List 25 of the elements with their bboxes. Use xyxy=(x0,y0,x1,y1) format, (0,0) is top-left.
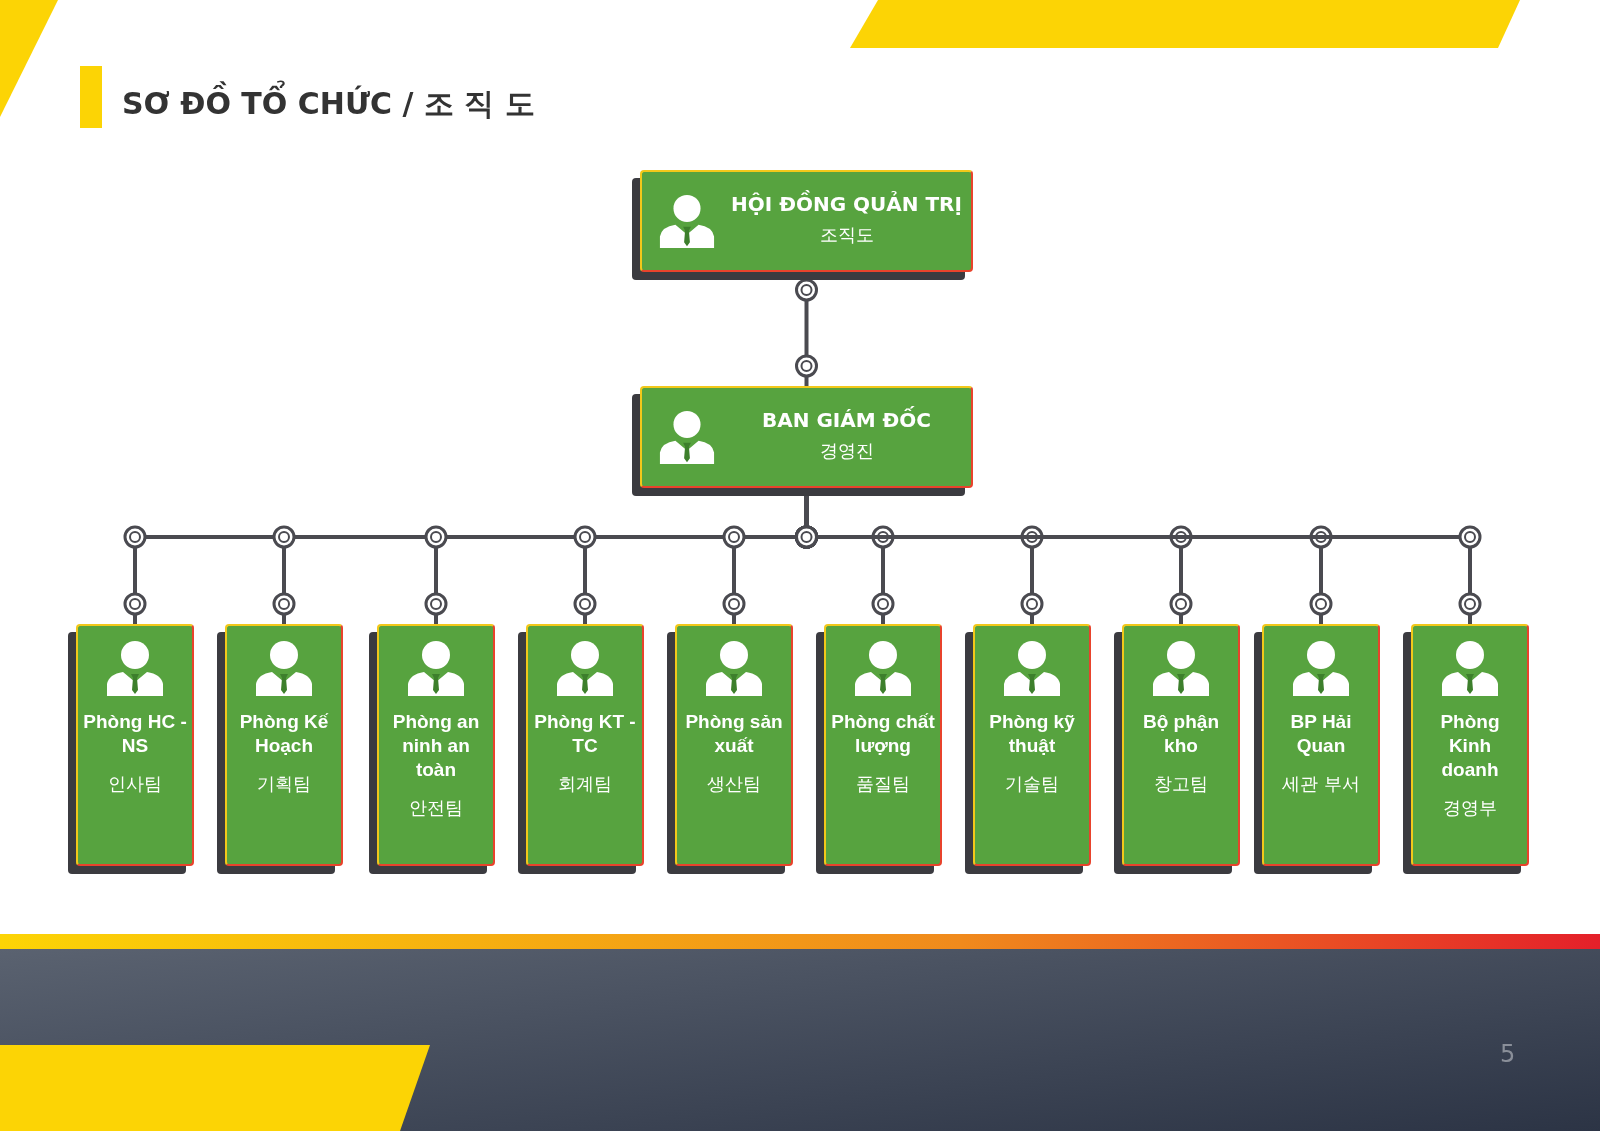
box-subtitle: 생산팀 xyxy=(706,772,762,796)
box-title: Phòng kỹ thuật xyxy=(988,710,1076,758)
box-title: Phòng Kinh doanh xyxy=(1439,710,1501,782)
box-subtitle: 기술팀 xyxy=(1004,772,1060,796)
box-title: BP Hải Quan xyxy=(1289,710,1353,758)
box-title: Phòng chất lượng xyxy=(831,710,935,758)
box-title: BAN GIÁM ĐỐC xyxy=(760,406,933,434)
box-title: HỘI ĐỒNG QUẢN TRỊ xyxy=(730,190,963,218)
box-title: Phòng an ninh an toàn xyxy=(391,710,481,782)
box-subtitle: 조직도 xyxy=(818,223,875,247)
box-subtitle: 안전팀 xyxy=(408,796,464,820)
box-subtitle: 창고팀 xyxy=(1153,772,1209,796)
box-title: Phòng HC - NS xyxy=(83,710,187,758)
box-title: Phòng KT - TC xyxy=(533,710,637,758)
box-subtitle: 회계팀 xyxy=(557,772,613,796)
page-number: 5 xyxy=(1500,1040,1516,1068)
box-title: Phòng sản xuất xyxy=(684,710,784,758)
box-title: Bộ phận kho xyxy=(1142,710,1220,758)
box-subtitle: 인사팀 xyxy=(107,772,163,796)
box-title: Phòng Kế Hoạch xyxy=(238,710,330,758)
box-subtitle: 경영진 xyxy=(818,439,875,463)
box-subtitle: 기획팀 xyxy=(256,772,312,796)
box-subtitle: 경영부 xyxy=(1442,796,1498,820)
box-subtitle: 세관 부서 xyxy=(1281,772,1361,796)
box-subtitle: 품질팀 xyxy=(855,772,911,796)
